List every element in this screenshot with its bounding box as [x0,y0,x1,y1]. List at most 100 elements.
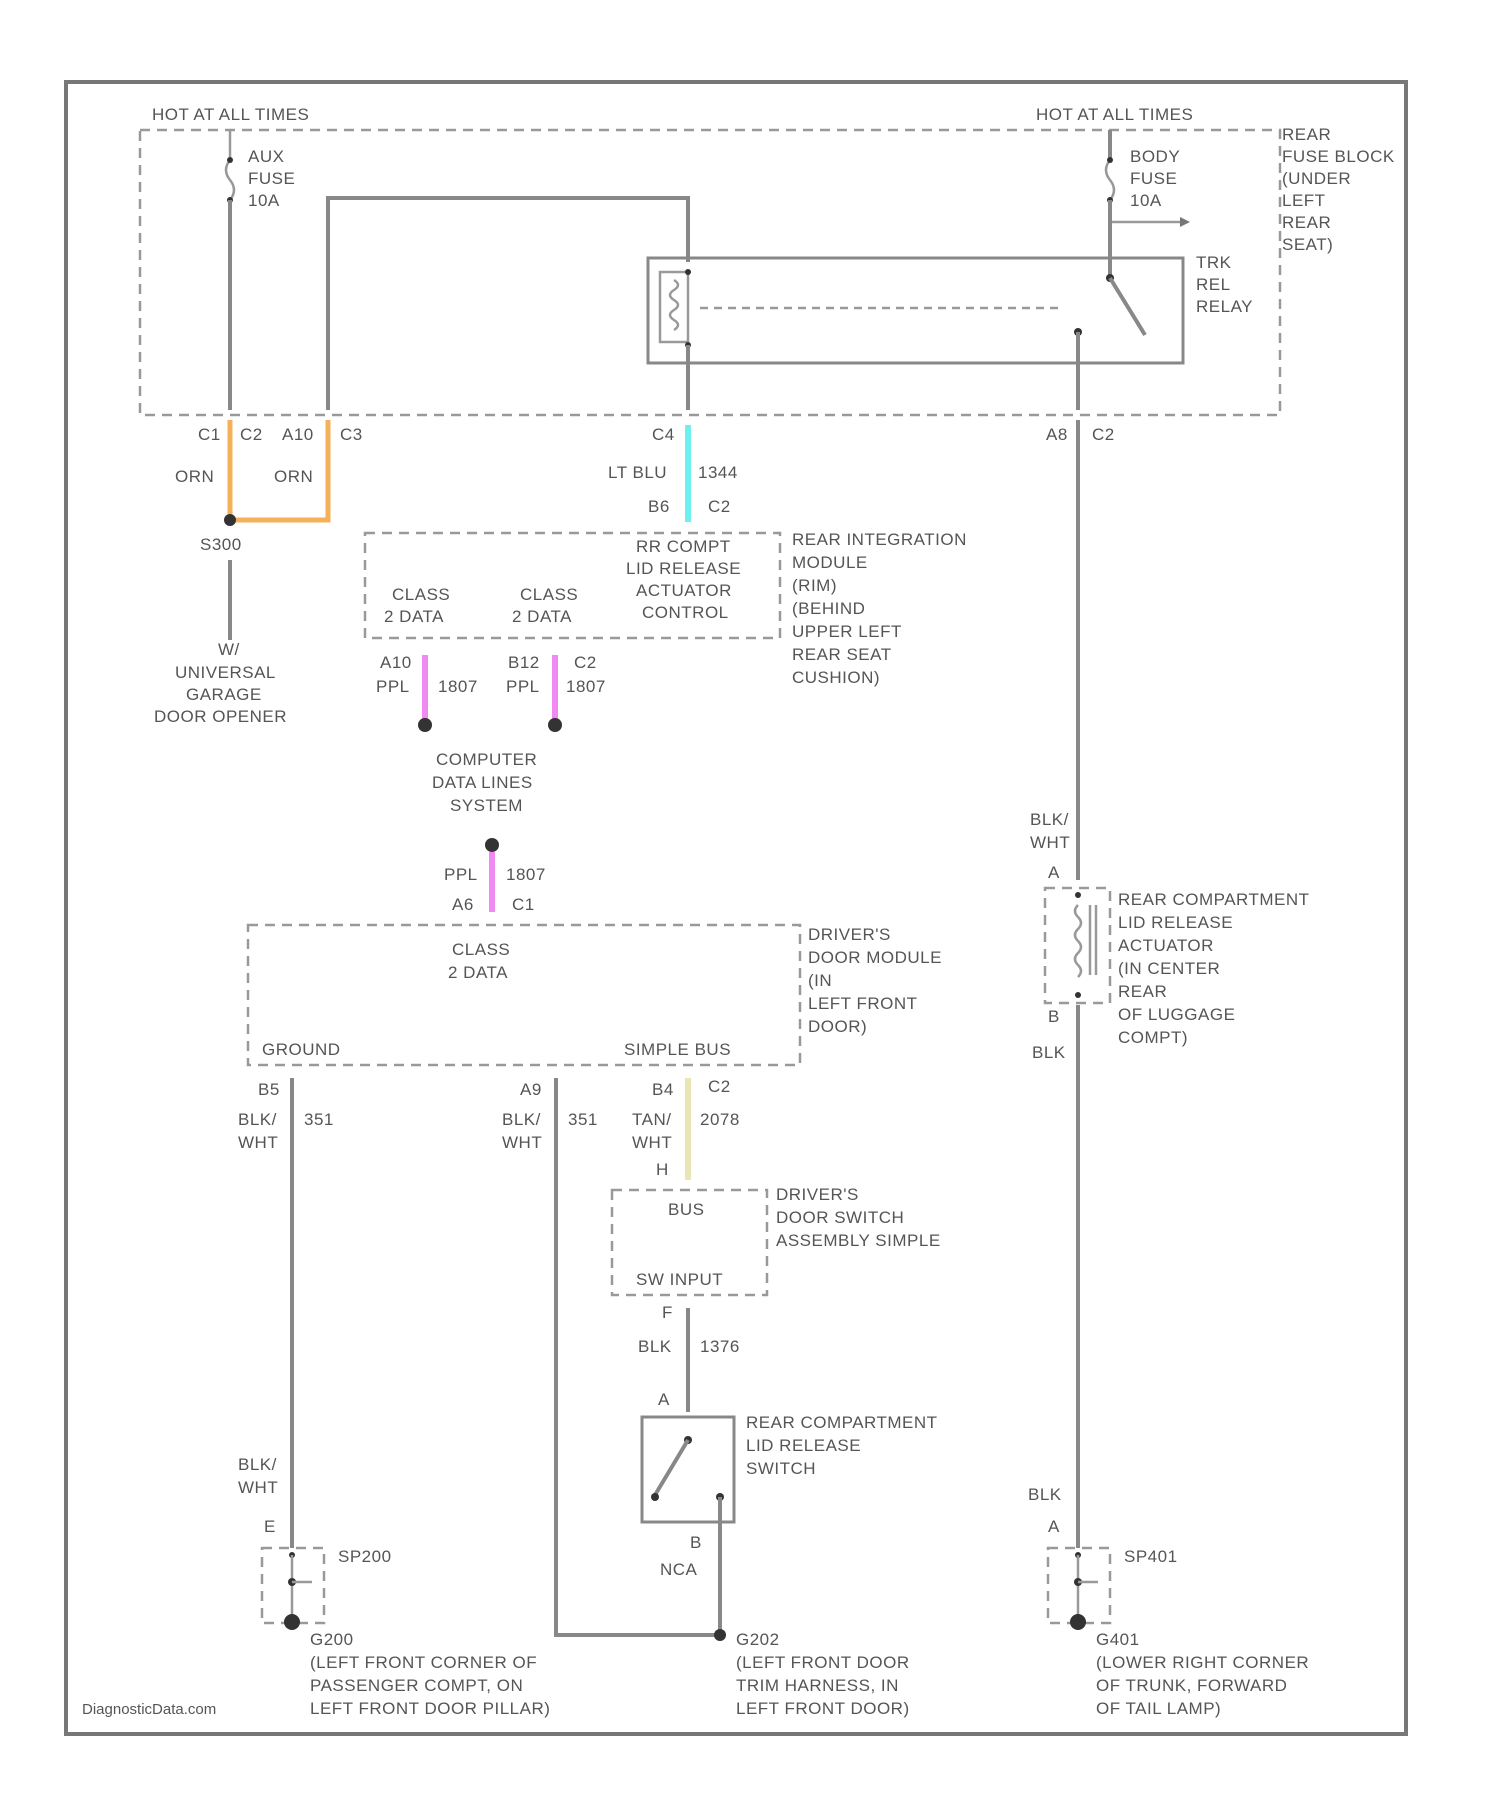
svg-text:1376: 1376 [700,1337,740,1356]
svg-text:1344: 1344 [698,463,738,482]
svg-text:G200: G200 [310,1630,354,1649]
svg-text:B: B [690,1533,702,1552]
svg-text:SP401: SP401 [1124,1547,1178,1566]
svg-text:RELAY: RELAY [1196,297,1253,316]
svg-text:ACTUATOR: ACTUATOR [636,581,732,600]
svg-text:DOOR SWITCH: DOOR SWITCH [776,1208,904,1227]
svg-text:(LEFT FRONT DOOR: (LEFT FRONT DOOR [736,1653,910,1672]
svg-text:(UNDER: (UNDER [1282,169,1351,188]
svg-text:(IN: (IN [808,971,832,990]
svg-text:LEFT FRONT: LEFT FRONT [808,994,918,1013]
svg-text:2078: 2078 [700,1110,740,1129]
svg-text:REAR: REAR [1118,982,1167,1001]
conn-a8: A8 [1046,425,1068,444]
svg-text:LT BLU: LT BLU [608,463,667,482]
svg-text:FUSE: FUSE [1130,169,1177,188]
svg-text:BLK/: BLK/ [1030,810,1069,829]
svg-text:2 DATA: 2 DATA [512,607,572,626]
watermark: DiagnosticData.com [82,1701,216,1718]
rear-compartment-lid-release-switch: B NCA [642,1417,734,1641]
sp200-splice-pack: E SP200 [262,1517,392,1630]
svg-text:BLK: BLK [638,1337,672,1356]
svg-text:LEFT FRONT DOOR PILLAR): LEFT FRONT DOOR PILLAR) [310,1699,550,1718]
purple-wire-ddm: PPL 1807 A6 C1 [444,838,546,914]
svg-text:10A: 10A [248,191,280,210]
svg-text:ORN: ORN [274,467,313,486]
svg-text:DOOR): DOOR) [808,1017,867,1036]
actuator-ground-wire: B BLK BLK [1028,1005,1078,1548]
hot-label-left: HOT AT ALL TIMES [152,105,309,124]
svg-text:10A: 10A [1130,191,1162,210]
svg-text:RR COMPT: RR COMPT [636,537,731,556]
conn-c2-left: C2 [240,425,263,444]
svg-text:REAR COMPARTMENT: REAR COMPARTMENT [1118,890,1310,909]
svg-text:REAR: REAR [1282,125,1331,144]
svg-text:1807: 1807 [566,677,606,696]
svg-text:REAR INTEGRATION: REAR INTEGRATION [792,530,967,549]
svg-text:DRIVER'S: DRIVER'S [808,925,891,944]
svg-text:WHT: WHT [1030,833,1070,852]
svg-text:B: B [1048,1007,1060,1026]
conn-c4: C4 [652,425,675,444]
garage-door-opener-label: W/ UNIVERSAL GARAGE DOOR OPENER [154,640,287,726]
svg-text:(LEFT FRONT CORNER OF: (LEFT FRONT CORNER OF [310,1653,537,1672]
svg-text:C2: C2 [708,497,731,516]
svg-text:BLK: BLK [1028,1485,1062,1504]
svg-text:REAR SEAT: REAR SEAT [792,645,892,664]
svg-text:WHT: WHT [238,1478,278,1497]
svg-text:SYSTEM: SYSTEM [450,796,523,815]
rim-class2-b: CLASS 2 DATA [512,585,578,626]
svg-text:A: A [1048,1517,1060,1536]
svg-text:S300: S300 [200,535,242,554]
svg-text:A: A [658,1390,670,1409]
svg-text:LID RELEASE: LID RELEASE [1118,913,1233,932]
svg-text:ASSEMBLY SIMPLE: ASSEMBLY SIMPLE [776,1231,941,1250]
hot-label-right: HOT AT ALL TIMES [1036,105,1193,124]
g401-label: G401 (LOWER RIGHT CORNER OF TRUNK, FORWA… [1096,1630,1309,1718]
svg-text:BLK/: BLK/ [238,1455,277,1474]
svg-text:CLASS: CLASS [452,940,510,959]
svg-text:FUSE: FUSE [248,169,295,188]
switch-feed-wire: F BLK 1376 A [638,1303,740,1412]
svg-text:ACTUATOR: ACTUATOR [1118,936,1214,955]
fuse-block-label: REAR FUSE BLOCK (UNDER LEFT REAR SEAT) [1282,125,1395,254]
svg-text:CUSHION): CUSHION) [792,668,880,687]
svg-text:TAN/: TAN/ [632,1110,671,1129]
svg-text:OF TRUNK, FORWARD: OF TRUNK, FORWARD [1096,1676,1287,1695]
svg-text:(BEHIND: (BEHIND [792,599,865,618]
ddm-class2: CLASS 2 DATA [448,940,510,982]
svg-text:CLASS: CLASS [520,585,578,604]
rim-actuator-control-label: RR COMPT LID RELEASE ACTUATOR CONTROL [626,537,741,622]
svg-text:SP200: SP200 [338,1547,392,1566]
svg-text:(RIM): (RIM) [792,576,837,595]
svg-text:1807: 1807 [506,865,546,884]
svg-text:DATA LINES: DATA LINES [432,773,533,792]
svg-text:SWITCH: SWITCH [746,1459,816,1478]
svg-text:PPL: PPL [444,865,478,884]
svg-text:OF TAIL LAMP): OF TAIL LAMP) [1096,1699,1221,1718]
svg-text:351: 351 [568,1110,598,1129]
svg-text:A: A [1048,863,1060,882]
dsa-bus-label: BUS [668,1200,704,1219]
svg-text:LID RELEASE: LID RELEASE [626,559,741,578]
conn-c2-right: C2 [1092,425,1115,444]
dsa-label: DRIVER'S DOOR SWITCH ASSEMBLY SIMPLE [776,1185,941,1250]
sp401-splice-pack: A SP401 [1048,1517,1178,1630]
conn-c1: C1 [198,425,221,444]
svg-text:W/: W/ [218,640,240,659]
svg-text:WHT: WHT [632,1133,672,1152]
svg-text:F: F [662,1303,673,1322]
svg-text:A10: A10 [380,653,412,672]
svg-text:351: 351 [304,1110,334,1129]
purple-wires-rim: A10 PPL 1807 B12 C2 PPL 1807 [376,653,606,732]
svg-text:H: H [656,1160,669,1179]
svg-text:B5: B5 [258,1080,280,1099]
svg-text:DOOR OPENER: DOOR OPENER [154,707,287,726]
svg-text:LID RELEASE: LID RELEASE [746,1436,861,1455]
svg-text:REAR: REAR [1282,213,1331,232]
svg-text:B12: B12 [508,653,540,672]
conn-c3: C3 [340,425,363,444]
relay-coil [660,269,691,410]
conn-a10: A10 [282,425,314,444]
